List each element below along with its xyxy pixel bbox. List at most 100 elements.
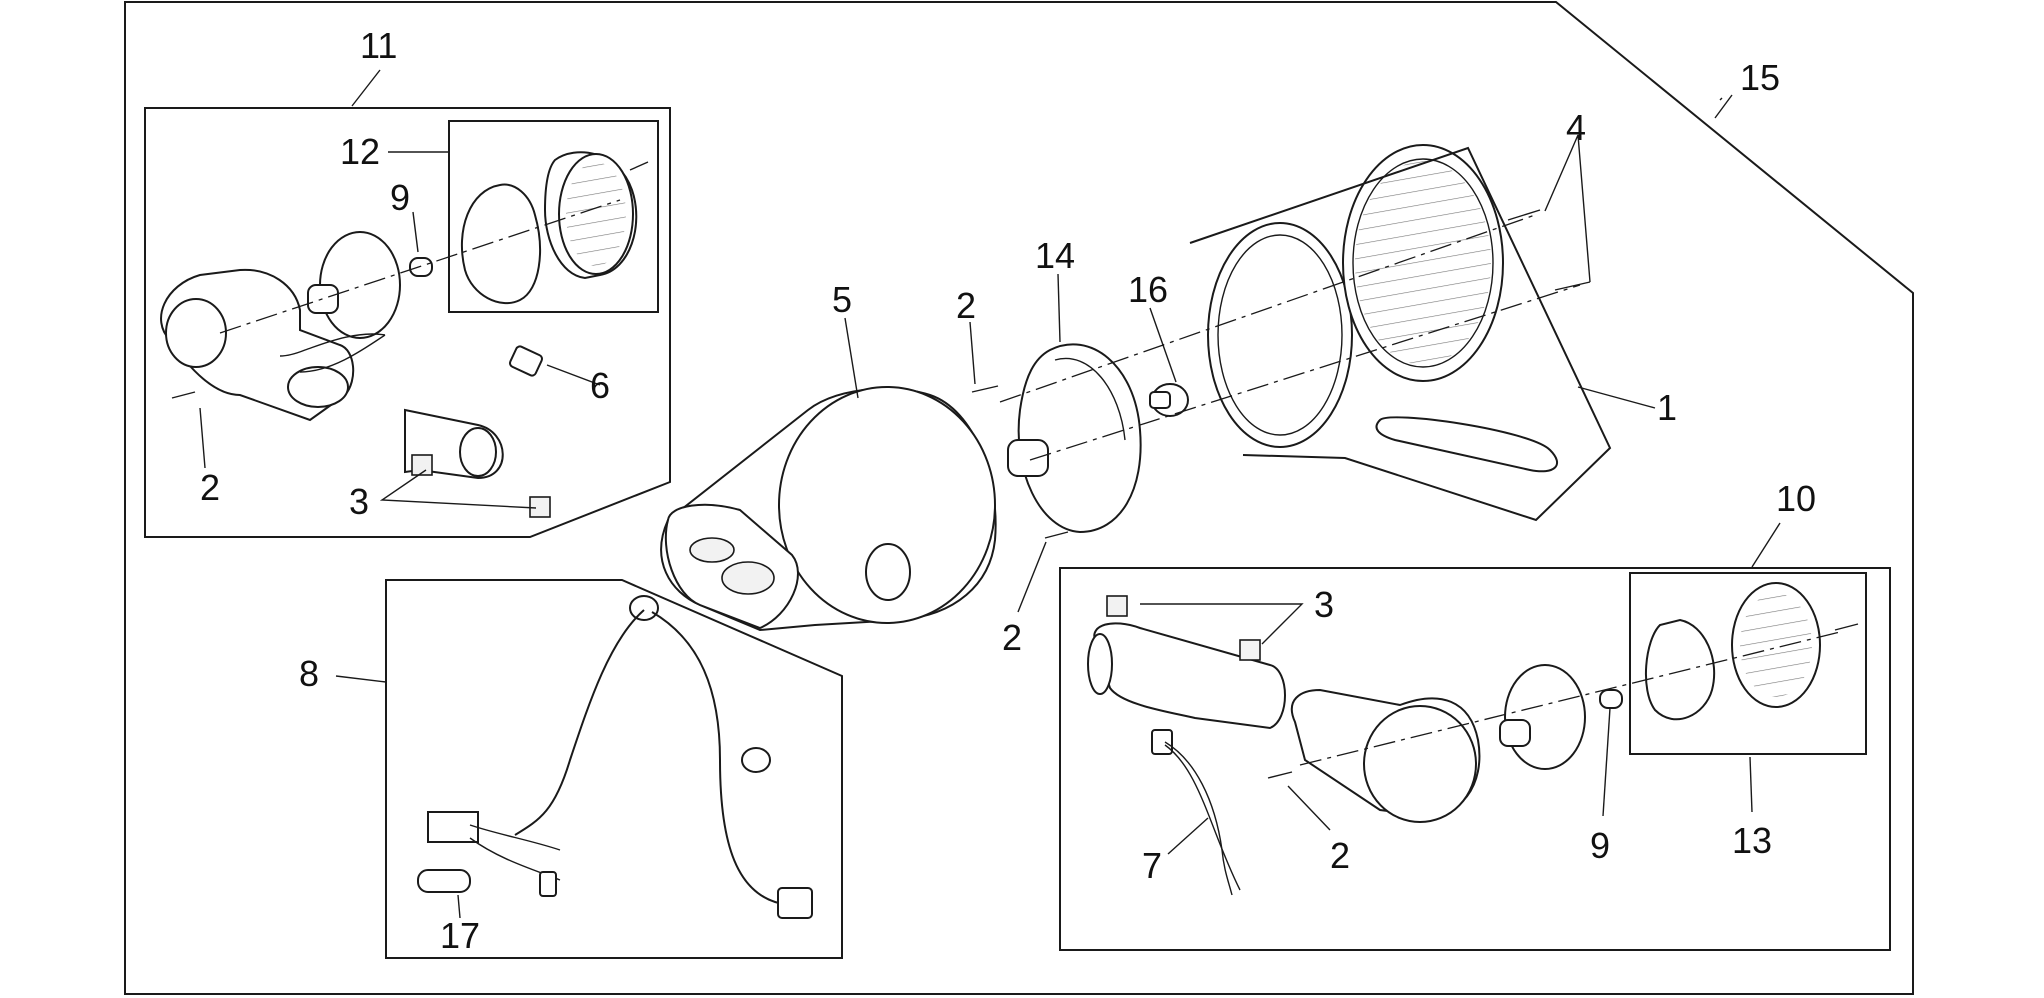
nut-3-right-a (1106, 595, 1128, 617)
grommet (629, 595, 659, 621)
group-1-outline (1189, 146, 1612, 522)
lens-screw-left (629, 161, 649, 171)
axis-main-b (999, 214, 1536, 403)
bulb-16-base (1149, 391, 1171, 409)
screw-2-top (971, 385, 999, 393)
screw-2-mid (1044, 531, 1069, 539)
housing-socket-left (165, 298, 227, 368)
reflector-bulb-holder (1007, 439, 1049, 477)
harness-connector (777, 887, 813, 919)
callout-15: 15 (1740, 57, 1780, 98)
callout-5: 5 (832, 279, 852, 320)
bulb-9-left (409, 257, 433, 277)
callout-9: 9 (390, 177, 410, 218)
callout-16: 16 (1128, 269, 1168, 310)
lamp-holder-right (1499, 719, 1531, 747)
callout-8: 8 (299, 653, 319, 694)
shell-boss (865, 543, 911, 601)
lens-gasket-12 (460, 183, 541, 305)
callout-10: 10 (1776, 478, 1816, 519)
callout-11: 11 (360, 25, 397, 66)
lens-seal (1375, 416, 1558, 473)
harness-grommet-small (741, 747, 771, 773)
screw-2-right (1267, 771, 1293, 779)
group-13-lens-box (1629, 572, 1867, 755)
harness-terminal (539, 871, 557, 897)
leader-5 (844, 317, 859, 399)
nut-3-left-a (411, 454, 433, 476)
group-11-left-indicator (144, 107, 671, 538)
callout-9: 9 (1590, 825, 1610, 866)
axis-main-a (1029, 284, 1581, 461)
headlight-lens-inner (1352, 158, 1494, 368)
housing-stem-left (287, 366, 349, 408)
callout-2: 2 (1330, 835, 1350, 876)
lens-stripes-left (566, 162, 626, 266)
leader-8 (335, 675, 387, 683)
callout-3: 3 (1314, 584, 1334, 625)
leader-9-left (412, 211, 419, 253)
leader-2-top (969, 321, 976, 385)
bulb-9-right (1599, 689, 1623, 709)
lens-stripes-right (1740, 593, 1812, 697)
leader-3-right (1140, 603, 1304, 645)
stalk-end-left (459, 427, 497, 477)
leader-1 (1577, 386, 1656, 409)
callout-1: 1 (1657, 387, 1677, 428)
wire-lead-7a (1164, 741, 1233, 896)
reflector-rim (1054, 357, 1126, 441)
leader-14 (1057, 273, 1061, 343)
leader-2-right (1287, 785, 1331, 831)
harness-cable-a (514, 609, 645, 836)
callout-12: 12 (340, 131, 380, 172)
screw-4-b (1554, 281, 1591, 291)
connector-6 (508, 345, 544, 377)
leader-9-right (1602, 707, 1611, 817)
group-10-outline (1059, 567, 1891, 951)
leader-17 (457, 894, 461, 919)
group-11-outline (144, 107, 671, 538)
wire-lead-7b (1164, 744, 1241, 891)
bulb-17 (417, 869, 471, 893)
mount-stalk-right (1093, 622, 1286, 730)
leader-3-left (379, 469, 537, 509)
nut-3-left-b (529, 496, 551, 518)
leader-7 (1167, 817, 1209, 855)
nut-3-right-b (1239, 639, 1261, 661)
callout-7: 7 (1142, 845, 1162, 886)
callout-3: 3 (349, 481, 369, 522)
wire-lead-6 (279, 333, 386, 357)
trim-ring-inner (1217, 234, 1343, 436)
leader-13 (1749, 756, 1753, 813)
group-10-right-indicator (1059, 567, 1891, 951)
leader-15-stub (1719, 97, 1723, 101)
lens-gasket-13 (1644, 618, 1716, 721)
leader-16 (1149, 307, 1177, 383)
headlight-lens-stripes (1355, 161, 1491, 365)
connector-7 (1151, 729, 1173, 755)
indicator-housing-right-rim (1363, 705, 1477, 823)
leader-6 (546, 364, 601, 386)
reflector-disc-right (1504, 664, 1586, 770)
screw-2-left (171, 391, 196, 399)
lamp-holder-left (307, 284, 339, 314)
axis-line-right (1299, 631, 1841, 766)
leader-2-mid (1017, 541, 1047, 613)
harness-cable-b (651, 611, 791, 906)
callout-2: 2 (956, 285, 976, 326)
callout-2: 2 (200, 467, 220, 508)
trim-ring-1 (1207, 222, 1353, 448)
leader-11 (351, 69, 381, 107)
harness-wire-1 (469, 824, 561, 851)
wire-lead-6b (299, 334, 386, 373)
leader-4 (1544, 134, 1591, 283)
lens-screw-right (1834, 623, 1859, 631)
shell-slot-b (721, 561, 775, 595)
callout-2: 2 (1002, 617, 1022, 658)
reflector-14 (1017, 343, 1142, 534)
headlight-shell-rim (778, 386, 996, 624)
callout-6: 6 (590, 365, 610, 406)
group-12-lens-box (448, 120, 659, 313)
callout-17: 17 (440, 915, 480, 956)
